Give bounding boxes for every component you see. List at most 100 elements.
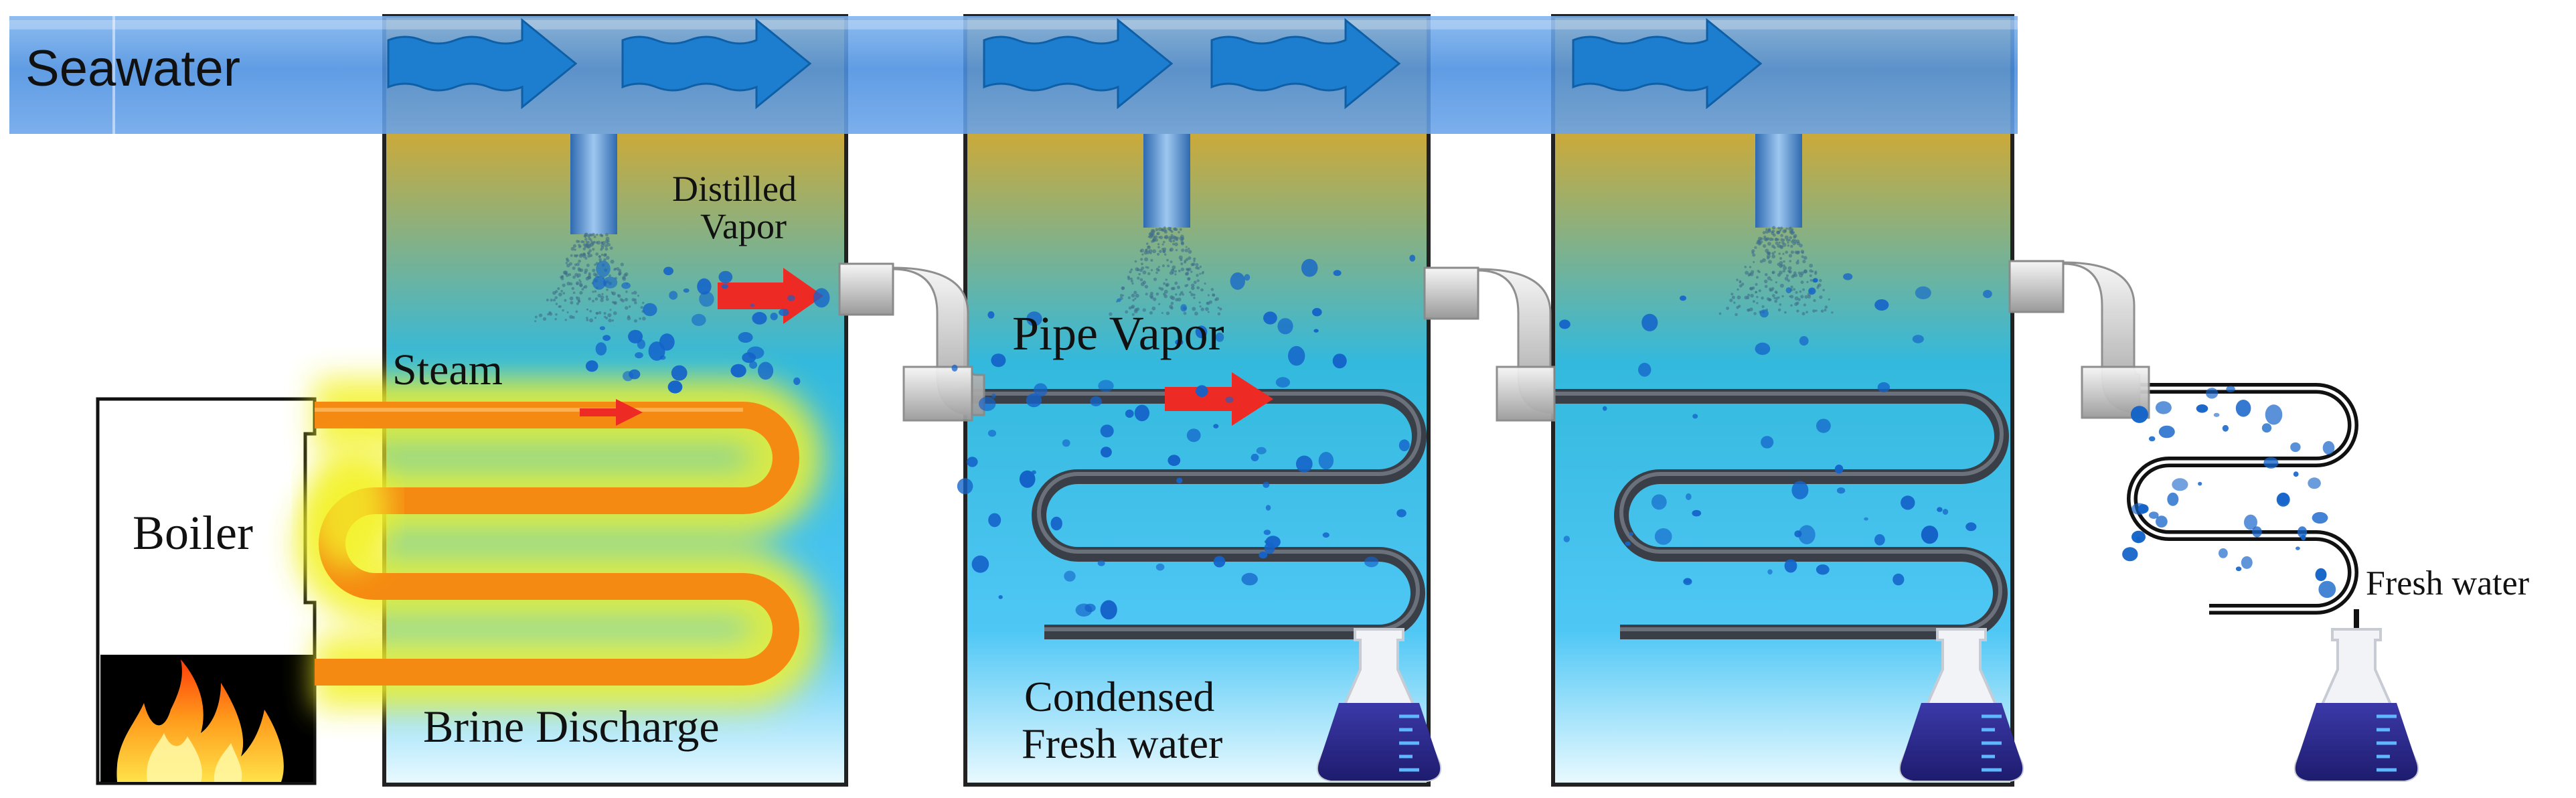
mist-particle <box>642 317 646 321</box>
mist-particle <box>1150 258 1153 262</box>
mist-particle <box>1800 295 1804 299</box>
mist-particle <box>600 295 605 299</box>
mist-particle <box>565 262 568 264</box>
mist-particle <box>1766 251 1769 254</box>
mist-particle <box>1779 260 1783 265</box>
mist-particle <box>584 244 588 248</box>
droplet-icon <box>2155 401 2172 414</box>
mist-particle <box>549 312 553 316</box>
mist-particle <box>1736 306 1739 309</box>
mist-particle <box>562 309 564 312</box>
mist-particle <box>605 295 609 299</box>
mist-particle <box>1188 277 1191 281</box>
mist-particle <box>587 254 590 258</box>
mist-particle <box>1783 264 1785 267</box>
mist-particle <box>1761 305 1765 309</box>
droplet-icon <box>2263 457 2279 469</box>
droplet-icon <box>1396 509 1406 517</box>
droplet-icon <box>1893 573 1905 586</box>
droplet-icon <box>1090 396 1102 406</box>
mist-particle <box>1188 247 1190 250</box>
droplet-icon <box>1767 569 1773 575</box>
mist-particle <box>1157 252 1160 256</box>
mist-particle <box>1744 295 1749 300</box>
mist-particle <box>1753 260 1755 263</box>
droplet-icon <box>2241 556 2253 569</box>
droplet-icon <box>667 380 683 394</box>
mist-particle <box>1199 305 1202 308</box>
mist-particle <box>1763 235 1767 239</box>
mist-particle <box>1803 303 1806 307</box>
mist-particle <box>1781 295 1784 298</box>
mist-particle <box>1174 273 1177 276</box>
droplet-icon <box>1134 404 1149 422</box>
mist-particle <box>1756 296 1759 299</box>
water-droplets <box>585 254 2336 620</box>
mist-particle <box>580 253 583 256</box>
mist-particle <box>1152 238 1156 242</box>
mist-particle <box>1219 307 1222 311</box>
mist-particle <box>1794 241 1797 244</box>
condenser-coil-2-inner <box>957 392 1421 631</box>
spray-nozzles <box>570 134 1802 234</box>
mist-particle <box>602 253 607 257</box>
mist-particle <box>592 241 595 244</box>
mist-particle <box>1131 282 1134 285</box>
mist-particle <box>594 297 598 301</box>
droplet-icon <box>991 393 996 398</box>
mist-particle <box>1779 245 1784 250</box>
mist-particle <box>1803 269 1807 274</box>
mist-particle <box>1133 291 1137 295</box>
droplet-icon <box>1921 526 1939 544</box>
mist-particle <box>588 273 591 277</box>
mist-particle <box>1765 272 1768 276</box>
mist-particle <box>569 315 573 319</box>
mist-particle <box>1750 293 1754 298</box>
mist-particle <box>1127 296 1131 299</box>
mist-particle <box>1749 287 1754 291</box>
droplet-icon <box>2206 388 2219 399</box>
mist-particle <box>561 275 564 278</box>
mist-particle <box>1803 256 1807 260</box>
mist-particle <box>1779 270 1783 275</box>
droplet-icon <box>1244 274 1251 281</box>
mist-particle <box>1165 278 1168 281</box>
mist-particle <box>1161 243 1164 246</box>
mist-particle <box>1785 250 1788 254</box>
mist-particle <box>603 311 607 315</box>
mist-particle <box>1135 267 1139 272</box>
droplet-icon <box>971 555 989 573</box>
droplet-icon <box>718 270 733 283</box>
mist-particle <box>607 313 612 317</box>
mist-particle <box>1180 258 1183 262</box>
droplet-icon <box>1101 447 1112 458</box>
droplet-icon <box>1176 477 1183 484</box>
droplet-icon <box>1100 600 1117 620</box>
mist-particle <box>1787 241 1789 244</box>
mist-particle <box>584 268 588 272</box>
mist-particle <box>1170 307 1174 310</box>
mist-particle <box>1152 249 1157 254</box>
mist-particle <box>608 319 612 323</box>
mist-particle <box>595 252 599 256</box>
droplet-icon <box>1651 494 1667 510</box>
mist-particle <box>605 233 609 236</box>
flask-icon <box>1316 628 1442 782</box>
mist-particle <box>1193 297 1196 299</box>
mist-particle <box>1745 270 1749 275</box>
droplet-icon <box>957 478 973 495</box>
droplet-icon <box>1288 345 1305 366</box>
droplet-icon <box>1312 308 1322 317</box>
droplet-icon <box>2148 436 2156 442</box>
flask-icon <box>1899 628 2024 782</box>
mist-particle <box>1806 281 1809 283</box>
droplet-icon <box>1225 396 1234 403</box>
droplet-icon <box>2219 548 2228 558</box>
mist-particle <box>574 248 576 251</box>
mist-particle <box>1770 278 1773 281</box>
droplet-icon <box>1256 447 1267 455</box>
mist-particle <box>1753 312 1757 315</box>
mist-particle <box>1182 293 1185 296</box>
droplet-icon <box>1097 560 1105 566</box>
mist-particle <box>1795 250 1800 255</box>
